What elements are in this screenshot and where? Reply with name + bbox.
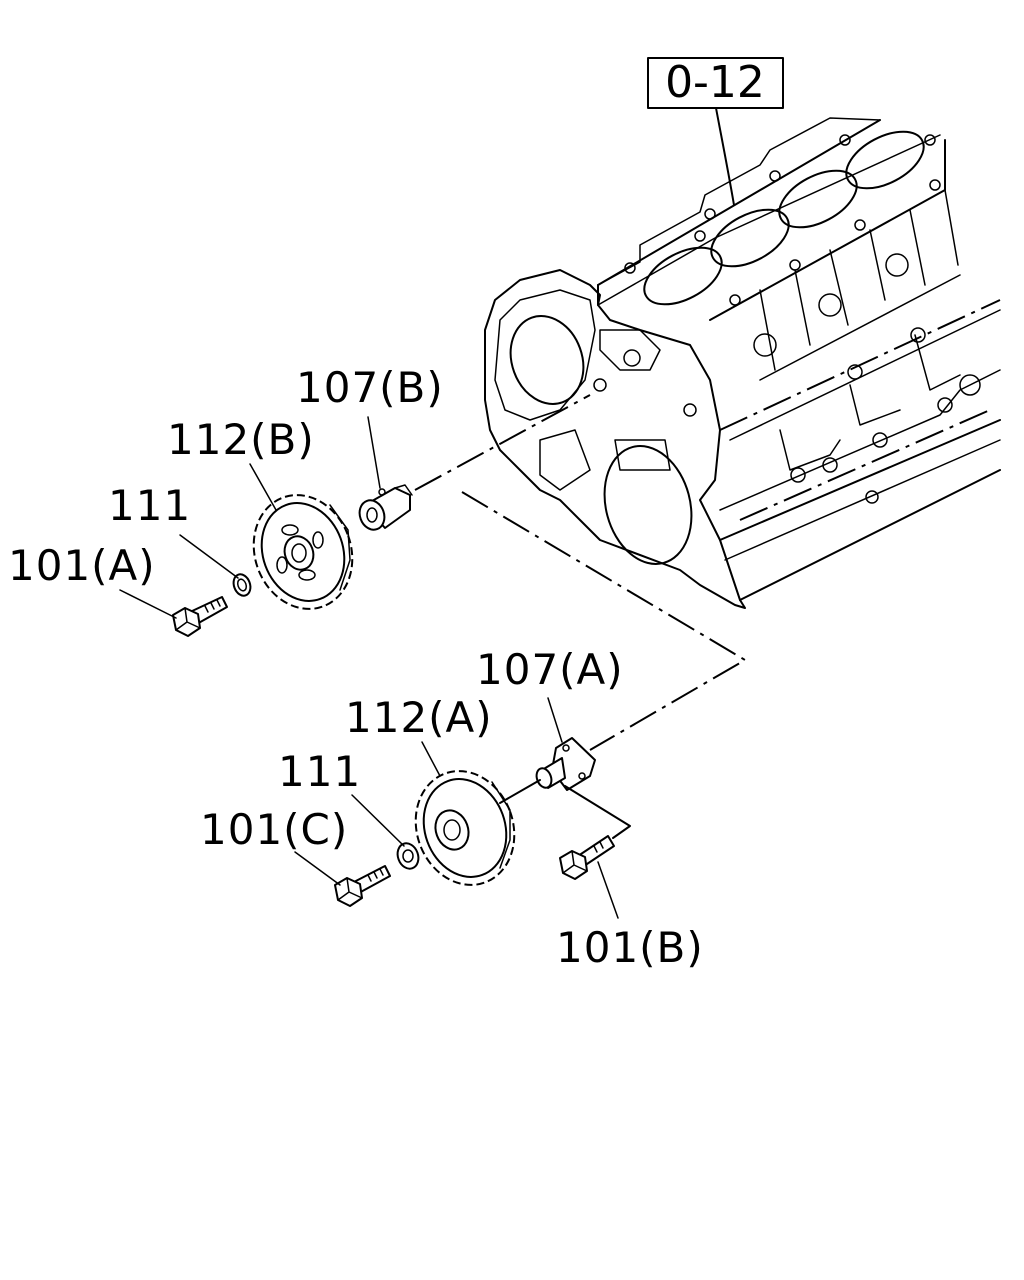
- callout-107b[interactable]: 107(B): [296, 363, 444, 412]
- reference-box[interactable]: 0-12: [647, 57, 784, 109]
- callout-101c[interactable]: 101(C): [200, 805, 348, 854]
- leader-101a: [119, 589, 177, 619]
- assembly-axis-lower: [461, 491, 747, 751]
- bolt-101c[interactable]: [334, 865, 391, 907]
- shaft-107b[interactable]: [356, 484, 413, 533]
- callout-112a[interactable]: 112(A): [345, 693, 493, 742]
- leader-101b: [597, 861, 619, 919]
- leader-112a: [421, 741, 441, 777]
- leader-107a: [547, 697, 563, 743]
- leader-112b: [249, 463, 277, 511]
- engine-block: [484, 117, 1001, 609]
- assembly-axis-upper: [414, 394, 591, 491]
- gear-112a-axis-line: [499, 779, 541, 804]
- bolt-101b[interactable]: [559, 835, 615, 880]
- callout-101b[interactable]: 101(B): [556, 923, 704, 972]
- leader-107b: [367, 416, 381, 489]
- callout-112b[interactable]: 112(B): [167, 415, 315, 464]
- washer-111-bottom[interactable]: [394, 840, 422, 871]
- callout-107a[interactable]: 107(A): [476, 645, 624, 694]
- callout-111-top[interactable]: 111: [108, 481, 191, 530]
- washer-111-top[interactable]: [231, 572, 254, 598]
- bolt-101a[interactable]: [172, 596, 228, 637]
- reference-label: 0-12: [665, 57, 765, 108]
- callout-101a[interactable]: 101(A): [8, 541, 156, 590]
- leader-111-bottom: [351, 794, 405, 847]
- gear-112a[interactable]: [400, 757, 530, 899]
- callout-111-bottom[interactable]: 111: [278, 747, 361, 796]
- leader-111-top: [179, 534, 239, 579]
- bolt-101b-assembly-line: [564, 785, 631, 839]
- shaft-107a[interactable]: [534, 737, 596, 791]
- reference-leader-line: [715, 107, 735, 206]
- leader-101c: [294, 851, 341, 886]
- gear-112b[interactable]: [238, 481, 368, 623]
